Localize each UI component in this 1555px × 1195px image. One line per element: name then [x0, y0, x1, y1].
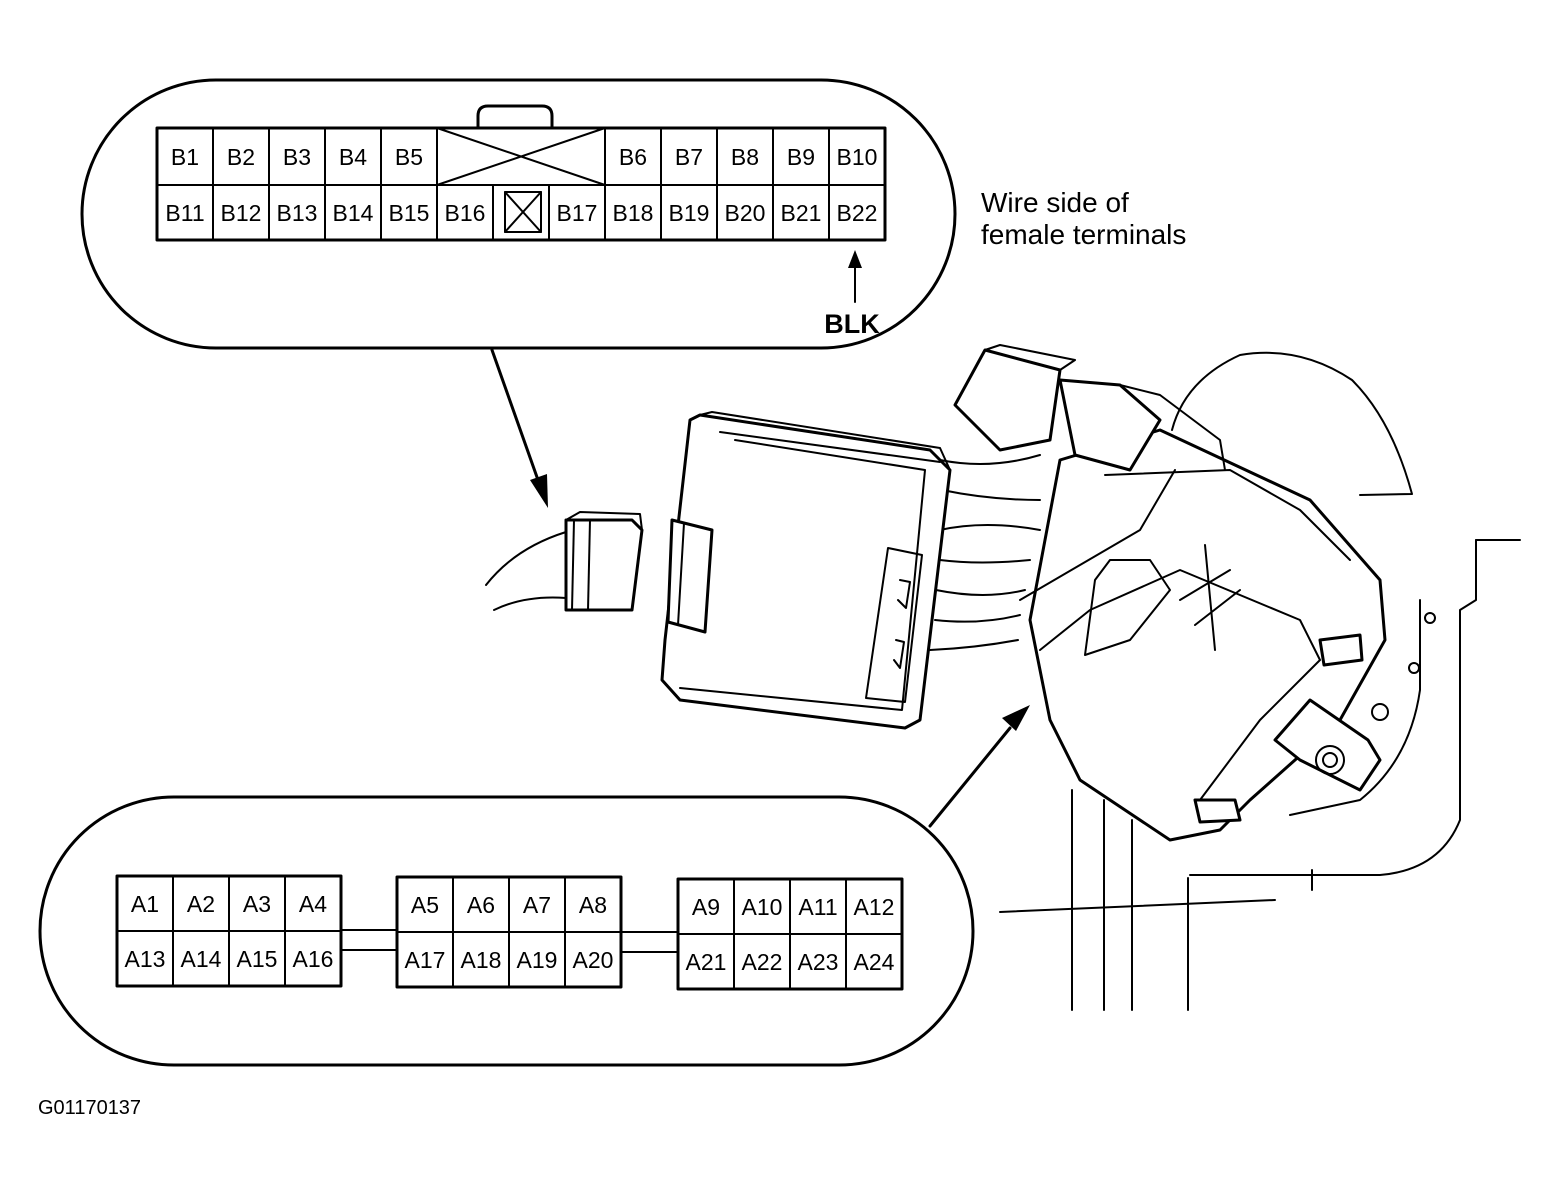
pin-a16: A16 [293, 946, 334, 972]
harness-plug-illustration [485, 511, 644, 612]
figure-id: G01170137 [38, 1097, 141, 1119]
pin-b9: B9 [787, 144, 815, 170]
control-unit-illustration [660, 344, 1521, 1011]
pin-b2: B2 [227, 144, 255, 170]
connector-a-block-2: A5 A6 A7 A8 A17 A18 A19 A20 [395, 875, 623, 989]
pin-b19: B19 [669, 200, 710, 226]
connector-b-row2-dividers [212, 184, 830, 241]
pin-b22: B22 [837, 200, 878, 226]
arrow-up-icon [848, 250, 862, 268]
locking-tab [476, 104, 554, 130]
pin-a18: A18 [461, 947, 502, 973]
connector-a-joiners [340, 929, 679, 953]
pin-a17: A17 [405, 947, 446, 973]
pin-a10: A10 [742, 894, 783, 920]
pin-b8: B8 [731, 144, 759, 170]
arrow-head-icon [1002, 705, 1030, 731]
pin-a8: A8 [579, 892, 607, 918]
pin-a4: A4 [299, 891, 327, 917]
pin-a24: A24 [854, 949, 895, 975]
pin-b10: B10 [837, 144, 878, 170]
pin-b17: B17 [557, 200, 598, 226]
pin-b14: B14 [333, 200, 374, 226]
pin-a22: A22 [742, 949, 783, 975]
pin-b1: B1 [171, 144, 199, 170]
pin-a1: A1 [131, 891, 159, 917]
pin-a6: A6 [467, 892, 495, 918]
pin-a21: A21 [686, 949, 727, 975]
pin-a11: A11 [798, 894, 837, 920]
pin-a5: A5 [411, 892, 439, 918]
connector-b-row1-labels: B1 B2 B3 B4 B5 B6 B7 B8 B9 B10 [171, 144, 878, 170]
blk-wire-indicator: BLK [824, 250, 880, 339]
connector-a-block-3: A9 A10 A11 A12 A21 A22 A23 A24 [676, 877, 904, 991]
pin-a9: A9 [692, 894, 720, 920]
callout-outline-a [38, 795, 975, 1067]
connector-b-row1-dividers [212, 127, 830, 186]
connector-a-callout: A1 A2 A3 A4 A13 A14 A15 A16 A5 A6 A7 A8 [38, 795, 975, 1067]
pointer-arrow-b [490, 348, 548, 508]
pin-a15: A15 [237, 946, 278, 972]
connector-a-block-1: A1 A2 A3 A4 A13 A14 A15 A16 [115, 874, 343, 988]
pointer-arrow-a [928, 705, 1030, 828]
wire-color-label: BLK [824, 309, 880, 339]
caption-line-1: Wire side of [981, 187, 1129, 218]
pin-b5: B5 [395, 144, 423, 170]
pin-a2: A2 [187, 891, 215, 917]
callout-outline-b [80, 78, 957, 350]
pin-b3: B3 [283, 144, 311, 170]
pin-a14: A14 [181, 946, 222, 972]
caption-line-2: female terminals [981, 219, 1186, 250]
pin-b12: B12 [221, 200, 262, 226]
blank-cavity-row2 [504, 191, 542, 233]
connector-b-callout: B1 B2 B3 B4 B5 B6 B7 B8 B9 B10 B11 B12 B… [80, 78, 957, 350]
pin-b11: B11 [165, 200, 204, 226]
pin-b18: B18 [613, 200, 654, 226]
caption: Wire side of female terminals [981, 187, 1186, 250]
pin-b13: B13 [277, 200, 318, 226]
connector-b-row2-labels: B11 B12 B13 B14 B15 B16 B17 B18 B19 B20 … [165, 200, 877, 226]
pin-b21: B21 [781, 200, 822, 226]
pin-a7: A7 [523, 892, 551, 918]
pin-b4: B4 [339, 144, 367, 170]
pin-a12: A12 [854, 894, 895, 920]
pin-a13: A13 [125, 946, 166, 972]
pin-a20: A20 [573, 947, 614, 973]
pin-b20: B20 [725, 200, 766, 226]
pin-b6: B6 [619, 144, 647, 170]
arrow-head-icon [530, 474, 548, 508]
pin-a23: A23 [798, 949, 839, 975]
pin-b16: B16 [445, 200, 486, 226]
pin-a3: A3 [243, 891, 271, 917]
pin-b15: B15 [389, 200, 430, 226]
blank-cavity-row1 [436, 127, 606, 186]
pin-a19: A19 [517, 947, 558, 973]
pin-b7: B7 [675, 144, 703, 170]
